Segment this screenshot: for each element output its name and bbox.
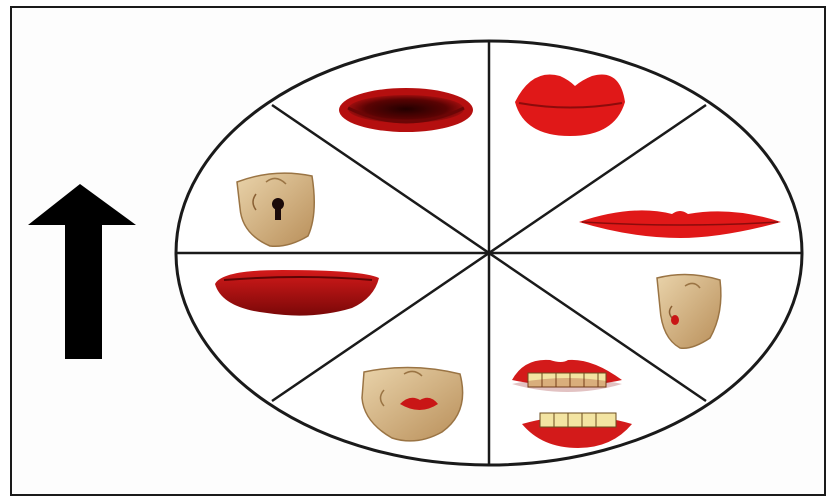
spinner-wheel (176, 41, 802, 465)
picture-frame (10, 6, 826, 496)
spinner-artwork (12, 8, 824, 494)
up-arrow-icon (28, 184, 136, 359)
open-mouth-icon (339, 88, 473, 132)
